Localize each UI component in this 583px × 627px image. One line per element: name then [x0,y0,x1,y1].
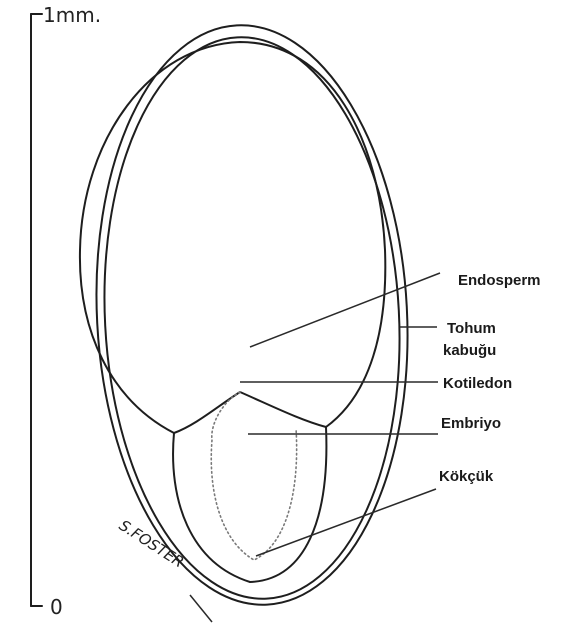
embryo-outline [173,427,326,582]
label-endosperm: Endosperm [458,272,541,289]
scale-bottom-label: 0 [50,595,63,619]
endosperm-outline [80,42,385,433]
label-kokcuk: Kökçük [439,468,494,485]
label-kotiledon: Kotiledon [443,375,512,392]
label-tohum: Tohum [447,320,496,337]
artist-signature: S.FOSTER [116,516,187,571]
scale-bar: 1mm. 0 [31,3,101,619]
signature-underline [190,595,212,622]
label-embriyo: Embriyo [441,415,501,432]
radicle-dotted [211,392,296,560]
scale-top-label: 1mm. [43,3,101,27]
label-kabugu: kabuğu [443,342,496,359]
